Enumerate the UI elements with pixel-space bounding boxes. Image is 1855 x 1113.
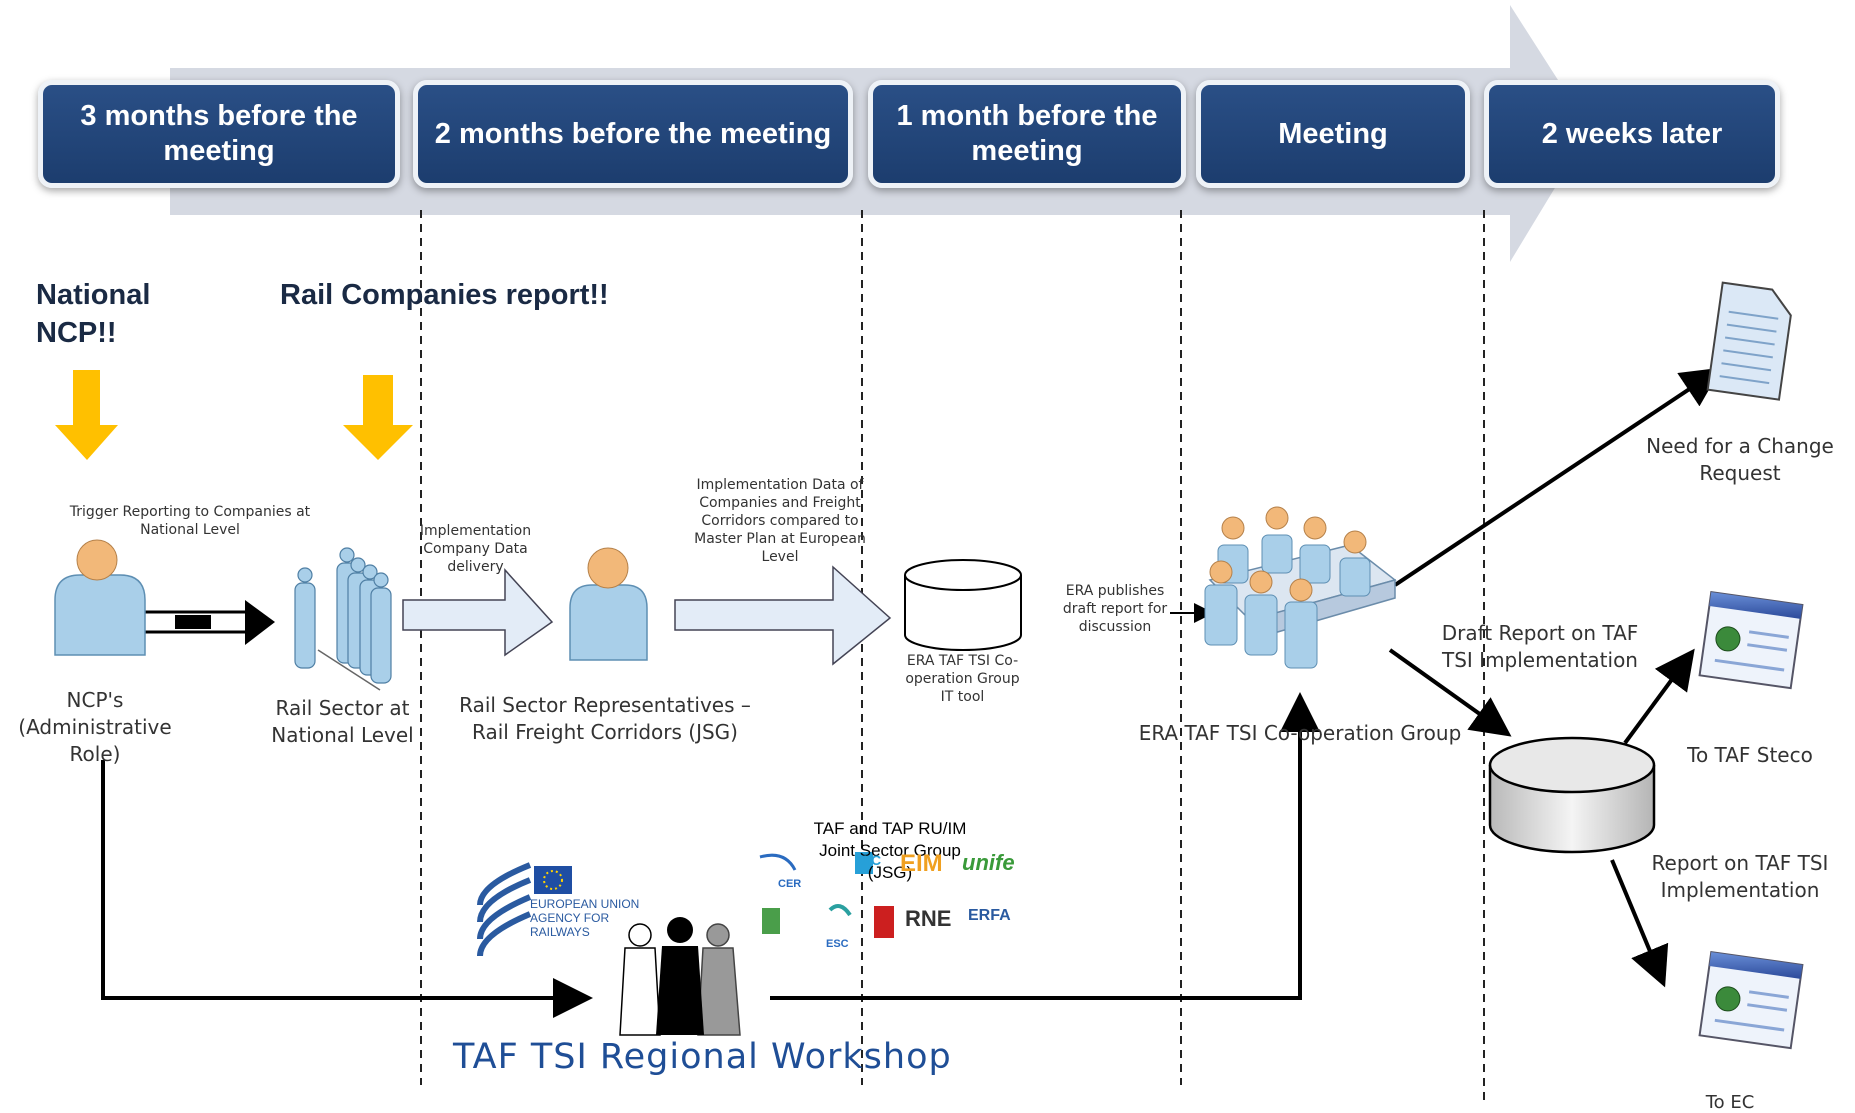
erfa-logo: ERFA [968,907,1011,924]
ec-screen-icon [1698,951,1804,1050]
era-logo-stripes [477,862,532,957]
rne-logo: RNE [905,906,952,931]
compare-block-arrow [674,565,892,666]
phase-2-months-label: 2 months before the meeting [434,117,832,150]
era-it-tool-label: ERA TAF TSI Co-operation Group IT tool [905,653,1020,705]
meeting-group-icon [1204,506,1397,669]
rail-sector-reps-label: Rail Sector Representatives – Rail Freig… [459,693,751,744]
phase-3-months-label: 3 months before the meeting [80,100,358,167]
phase-3-months: 3 months before the meeting [38,80,400,188]
draft-report-label: Draft Report on TAF TSI Implementation [1441,621,1639,672]
it-tool-database [904,559,1022,651]
to-steco-arrow [1623,648,1695,745]
eim-logo: EIM [900,850,943,877]
phase-1-month-label: 1 month before the meeting [896,100,1158,167]
phase-separators [420,210,1485,1100]
era-publishes-label: ERA publishes draft report for discussio… [1062,583,1168,635]
to-ec-arrow [1610,859,1669,988]
workshop-people-icon [619,917,741,1036]
phase-meeting: Meeting [1196,80,1470,188]
era-group-label: ERA TAF TSI Co-operation Group [1138,721,1462,745]
jsg-logo-shapes [759,852,894,938]
phase-1-month: 1 month before the meeting [868,80,1186,188]
change-request-arrow [1393,367,1722,587]
report-label: Report on TAF TSI Implementation [1651,851,1829,902]
trigger-label: Trigger Reporting to Companies at Nation… [69,504,311,538]
ncps-label: NCP's (Administrative Role) [18,688,172,766]
jsg-title: TAF and TAP RU/IM Joint Sector Group (JS… [813,819,967,882]
rail-rep-person-icon [569,547,648,661]
to-steco-label: To TAF Steco [1687,743,1813,767]
rail-companies-callout: Rail Companies report!! [280,279,609,311]
implementation-compared-label: Implementation Data of Companies and Fre… [694,477,866,565]
draft-report-arrow [1388,648,1512,737]
steco-screen-icon [1698,591,1804,690]
phase-2-months: 2 months before the meeting [413,80,853,188]
change-request-label: Need for a Change Request [1646,434,1834,485]
esc-logo: ESC [826,938,849,950]
trigger-arrow [133,600,275,645]
rail-sector-figures [294,547,392,684]
report-database [1488,736,1656,854]
ncp-to-workshop-line [101,760,593,1018]
phase-2-weeks-label: 2 weeks later [1541,117,1723,150]
era-agency-logo-text: EUROPEAN UNION AGENCY FOR RAILWAYS [530,897,640,939]
unife-logo: unife [962,850,1015,875]
national-ncp-callout: National NCP!! [36,279,151,349]
workshop-title: TAF TSI Regional Workshop [453,1037,952,1077]
phase-meeting-label: Meeting [1278,117,1388,150]
document-icon [1706,281,1792,401]
ncp-callout-arrow [55,370,118,460]
to-ec-label: To EC [1705,1092,1755,1113]
ncp-person-icon [54,539,146,656]
rail-callout-arrow [343,375,413,460]
rail-sector-national-label: Rail Sector at National Level [271,696,414,747]
workshop-to-group-line [770,692,1320,1000]
implementation-delivery-label: Implementation Company Data delivery [419,523,532,575]
uic-logo: UIC [857,852,882,868]
delivery-block-arrow [402,568,554,657]
phase-2-weeks: 2 weeks later [1484,80,1780,188]
cer-logo: CER [778,878,802,890]
eu-flag-icon [534,866,572,894]
